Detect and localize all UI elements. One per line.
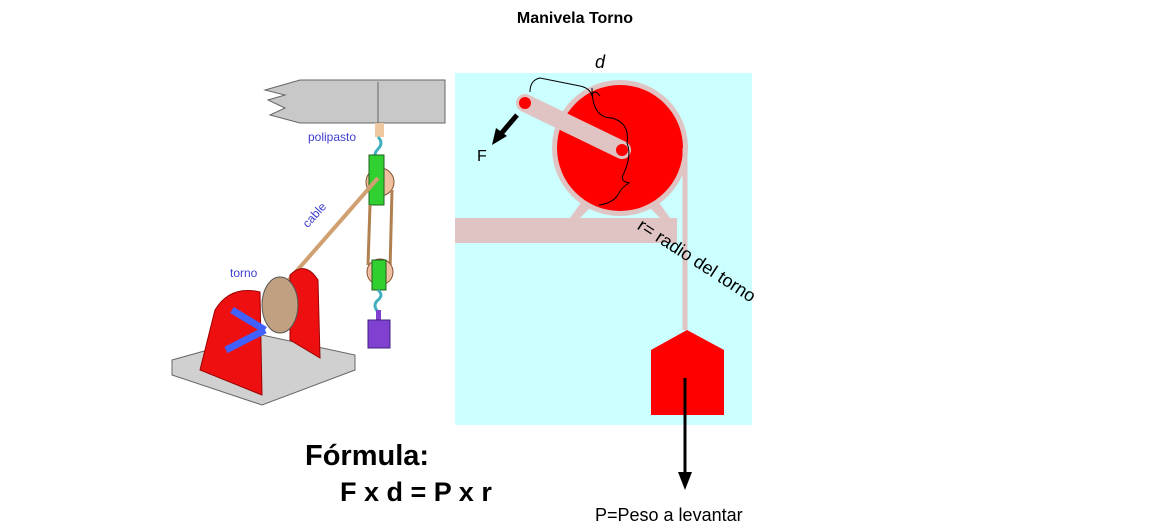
- torno-drum: [261, 276, 299, 334]
- r-brace: [591, 87, 631, 206]
- weight-block: [367, 319, 391, 349]
- diagram-title: Manivela Torno: [516, 10, 634, 27]
- label-F: F: [477, 148, 487, 165]
- formula-equation: F x d = P x r: [340, 477, 492, 507]
- lower-pulley-block: [371, 259, 387, 291]
- crank-arm: [516, 94, 631, 159]
- base-plate: [171, 334, 356, 406]
- crank-handle: [230, 307, 267, 333]
- hook-mount: [375, 123, 384, 137]
- weight-label: P=Peso a levantar: [595, 505, 743, 525]
- d-brace: [529, 77, 601, 97]
- torno-support-right: [289, 268, 321, 359]
- beam: [263, 79, 446, 124]
- label-polipasto: polipasto: [308, 130, 357, 144]
- label-torno: torno: [230, 266, 258, 280]
- weight-load: [651, 330, 724, 415]
- formula-heading: Fórmula:: [305, 440, 430, 472]
- base-bar: [455, 218, 677, 243]
- label-d: d: [595, 52, 606, 72]
- force-arrow: [498, 113, 519, 137]
